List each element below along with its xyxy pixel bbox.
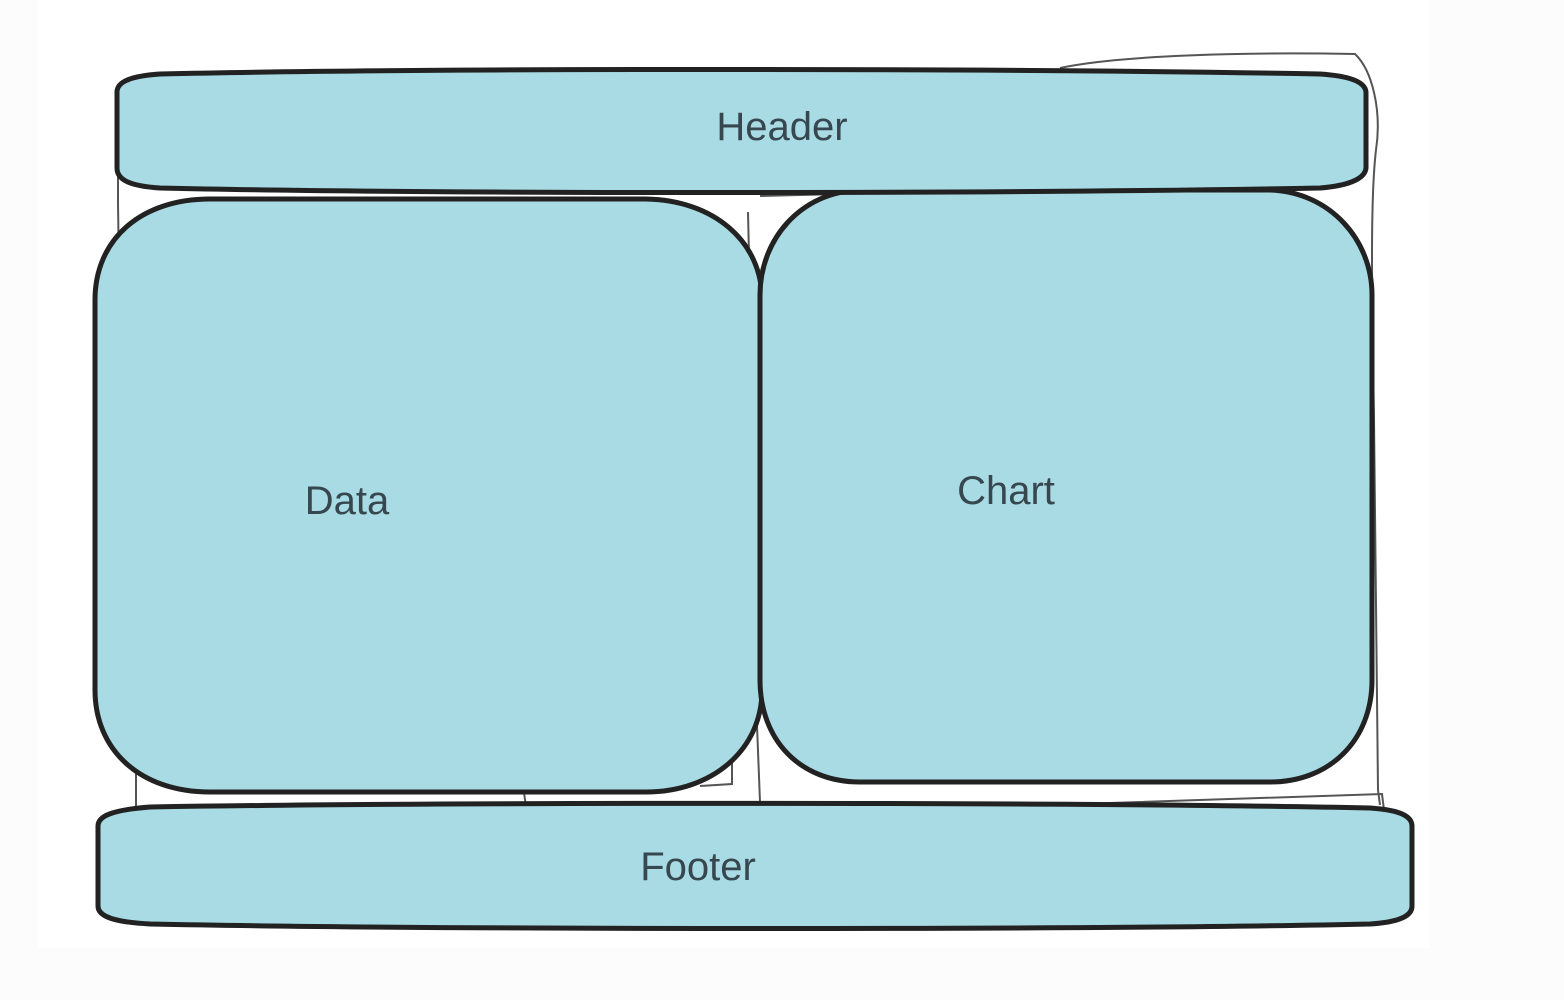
header-box[interactable]: Header — [114, 67, 1369, 195]
sketch-outline-top-right — [1059, 52, 1381, 806]
chart-box-shape — [757, 187, 1375, 785]
footer-box-shape — [95, 800, 1415, 931]
data-box-label: Data — [305, 479, 390, 523]
chart-box[interactable]: Chart — [757, 187, 1375, 785]
data-box-shape — [92, 196, 765, 795]
chart-box-label: Chart — [957, 469, 1055, 513]
sketch-line-bottom-mid — [699, 760, 733, 787]
footer-box[interactable]: Footer — [95, 800, 1415, 931]
header-box-label: Header — [716, 105, 847, 149]
footer-box-label: Footer — [640, 845, 756, 889]
data-box[interactable]: Data — [92, 196, 765, 795]
header-box-shape — [114, 67, 1369, 195]
